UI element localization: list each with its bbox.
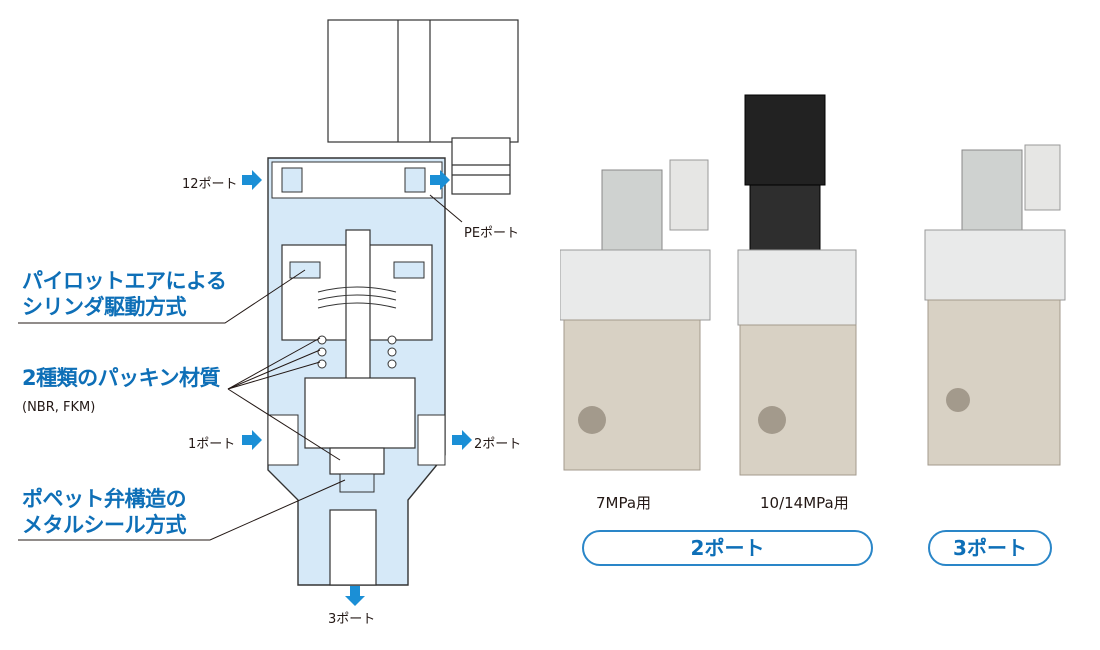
feature-2-line-1: 2種類のパッキン材質 xyxy=(22,366,220,390)
valve-cross-section xyxy=(18,19,519,606)
port-label-2: 2ポート xyxy=(474,437,522,452)
product-3port xyxy=(924,144,1066,466)
leader-lines xyxy=(18,194,463,541)
arrow-icon xyxy=(242,430,262,450)
group-2port-badge: 2ポート xyxy=(582,530,873,566)
arrow-icon xyxy=(345,586,365,606)
port-label-12: 12ポート xyxy=(182,177,238,192)
arrow-icon xyxy=(430,170,450,190)
group-3port-badge: 3ポート xyxy=(928,530,1052,566)
feature-2-sub: (NBR, FKM) xyxy=(22,400,96,415)
port-label-pe: PEポート xyxy=(464,226,520,241)
product-7mpa xyxy=(560,159,711,471)
arrow-icon xyxy=(452,430,472,450)
port-label-3: 3ポート xyxy=(328,612,376,627)
port-arrows xyxy=(242,170,472,606)
product-10-14mpa xyxy=(737,94,857,476)
feature-3-line-1: ポペット弁構造の xyxy=(22,487,187,511)
product-photos xyxy=(560,94,1066,476)
port-label-1: 1ポート xyxy=(188,437,236,452)
caption-7mpa: 7MPa用 xyxy=(596,494,652,512)
feature-1-line-2: シリンダ駆動方式 xyxy=(22,295,187,319)
arrow-icon xyxy=(242,170,262,190)
spring xyxy=(317,286,397,309)
solenoid-head xyxy=(327,19,519,195)
feature-1-line-1: パイロットエアによる xyxy=(22,269,227,293)
caption-10-14mpa: 10/14MPa用 xyxy=(760,494,849,512)
feature-3-line-2: メタルシール方式 xyxy=(22,513,187,537)
